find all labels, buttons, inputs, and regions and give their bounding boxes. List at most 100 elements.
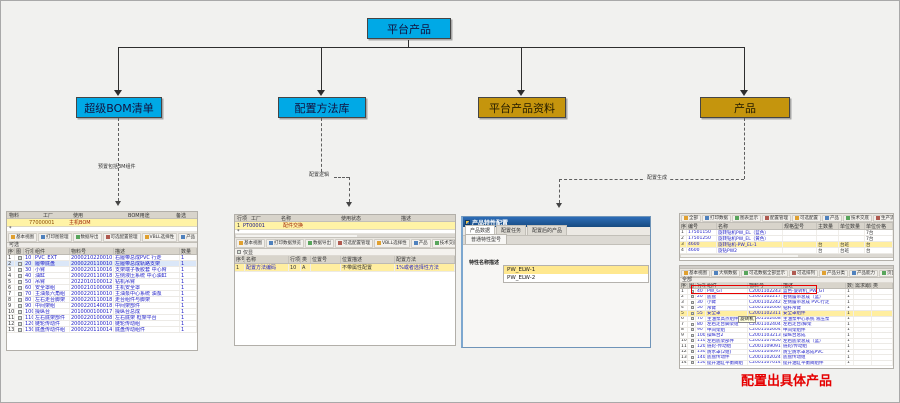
toolbar-button[interactable]: 技术交底 xyxy=(843,214,872,222)
table-row[interactable]: 6 60 安全罩组 2000210100008 主机安全罩 1 xyxy=(7,285,197,291)
column-header[interactable]: 序号 xyxy=(681,283,688,288)
table-row[interactable]: 12 130 防水罩(2组) C2001104097 防尘防水罩总成PVC 1 xyxy=(680,349,893,355)
table-row[interactable]: 10 110 左右底架部件 C2001107850 左右底架总成（蓝） 1 xyxy=(680,338,893,344)
checkbox-icon[interactable] xyxy=(17,297,22,302)
table-row[interactable]: 9 100 操纵台2 C2001103213 操纵台总成 1 xyxy=(680,333,893,339)
column-header[interactable]: 描述 xyxy=(782,283,846,288)
table-row[interactable]: 11 110 左右底架部件 2000220100008 左右底架 框架平台 1 xyxy=(7,315,197,321)
checkbox-icon[interactable] xyxy=(690,355,694,359)
column-header[interactable]: 组件 xyxy=(34,248,70,254)
column-header[interactable]: 图 xyxy=(15,248,24,254)
column-header[interactable]: 物料号 xyxy=(748,283,782,288)
toolbar-button[interactable]: 图表显示 xyxy=(732,214,761,222)
toolbar-button[interactable]: 打印图管理 xyxy=(38,232,72,242)
column-header[interactable]: 备选 xyxy=(176,212,187,219)
scrollbar-thumb[interactable] xyxy=(681,255,799,257)
checkbox-icon[interactable] xyxy=(690,328,694,332)
column-header[interactable]: 描述 xyxy=(401,215,412,222)
toolbar-button[interactable]: 数据导出 xyxy=(305,238,334,248)
table-row[interactable]: 8 90 中间架组 C2001102604 中间架组件 1 xyxy=(680,327,893,333)
table-row[interactable]: 2 20 底盘 C2001102217 右侧履带总成（蓝） 1 xyxy=(680,294,893,300)
column-header[interactable]: 行项 xyxy=(237,215,248,222)
checkbox-icon[interactable] xyxy=(17,285,22,290)
toolbar-button[interactable]: 基本视图 xyxy=(8,232,37,242)
horizontal-scrollbar[interactable] xyxy=(235,234,455,238)
column-header[interactable]: 工厂 xyxy=(43,212,54,219)
dropdown-option[interactable]: PW_ELW-1 xyxy=(504,266,648,274)
table-row[interactable]: 1 40 PW_GT C2001102243 蓝色-旋转机_PW_GT 1 xyxy=(680,289,893,295)
checkbox-icon[interactable] xyxy=(17,327,22,332)
toolbar-button[interactable]: 产品 xyxy=(410,238,431,248)
column-header[interactable]: 编号 xyxy=(687,223,717,229)
toolbar-button[interactable]: VBLL选择性 xyxy=(374,238,410,248)
tab[interactable]: 配置后的产品 xyxy=(527,225,568,235)
tab[interactable]: 配置任务 xyxy=(496,225,527,235)
table-row[interactable]: 1 17501150 旋转钻机PW_EL（蓝色） 7台 xyxy=(680,230,893,236)
checkbox-icon[interactable] xyxy=(690,300,694,304)
column-header[interactable]: 行项 xyxy=(24,248,34,254)
checkbox-icon[interactable] xyxy=(690,333,694,337)
toolbar-button[interactable]: 大纲数据 xyxy=(711,269,740,277)
table-row[interactable]: 1 配置方法编码 10 A 不带属性配置 1%或者选择性方法 xyxy=(235,264,455,272)
checkbox-icon[interactable] xyxy=(17,267,22,272)
checkbox-icon[interactable] xyxy=(17,315,22,320)
table-row[interactable]: 8 80 左右走台脚架 2000220110018 走台组件与脚架 1 xyxy=(7,297,197,303)
column-header[interactable]: 工厂 xyxy=(251,215,262,222)
checkbox-icon[interactable] xyxy=(17,309,22,314)
table-row[interactable]: 3 4600 旋转钻机-PW_EL-1 台 台班 台 xyxy=(680,242,893,248)
dropdown-option[interactable]: PW_ELW-2 xyxy=(507,275,536,281)
table-row[interactable]: 2 20 履带底盘 2000220110010 左履带总成轨路支架 1 xyxy=(7,261,197,267)
checkbox-icon[interactable] xyxy=(17,303,22,308)
checkbox-icon[interactable] xyxy=(690,361,694,365)
table-row[interactable]: 14 150 提升油缸平衡阀组 C2001107014 提升油缸平衡阀组件 1 xyxy=(680,360,893,366)
table-row[interactable]: 3 30 小臂 C2001102242 左侧履带总成 PVC行走 1 xyxy=(680,300,893,306)
toolbar-button[interactable]: 可选配置管理 xyxy=(102,232,141,242)
checkbox-icon[interactable] xyxy=(17,273,22,278)
toolbar-button[interactable]: 产品能力 xyxy=(849,269,878,277)
column-header[interactable]: 组件 xyxy=(706,283,748,288)
column-header[interactable]: 图 xyxy=(689,283,696,288)
column-header[interactable]: 行项 xyxy=(696,283,706,288)
scrollbar-thumb[interactable] xyxy=(236,235,357,237)
toolbar-button[interactable]: 配置管理 xyxy=(762,214,791,222)
column-header[interactable]: 名称 xyxy=(717,223,783,229)
toolbar-button[interactable]: 全部 xyxy=(681,214,701,222)
checkbox-icon[interactable] xyxy=(690,322,694,326)
table-row[interactable]: 5 50 吊臂 2022010100012 钻机吊臂 1 xyxy=(7,279,197,285)
column-header[interactable]: 规格型号 xyxy=(783,223,817,229)
checkbox-icon[interactable] xyxy=(17,291,22,296)
column-header[interactable]: 名称 xyxy=(245,256,289,263)
column-header[interactable]: 序号 xyxy=(8,248,15,254)
toolbar-button[interactable]: 产品分类 xyxy=(819,269,848,277)
horizontal-scrollbar[interactable] xyxy=(680,254,893,258)
toolbar-button[interactable]: 产品 xyxy=(822,214,842,222)
checkbox-icon[interactable] xyxy=(690,344,694,348)
column-header[interactable]: 行项 xyxy=(290,256,301,263)
column-header[interactable]: 数量 xyxy=(180,248,197,254)
method-header-row[interactable]: 1 PT00001 配件交换 xyxy=(235,222,455,230)
column-header[interactable]: 使用 xyxy=(73,212,84,219)
column-header[interactable]: 描述 xyxy=(114,248,180,254)
subtab[interactable]: 普通特性型号 xyxy=(465,234,508,244)
table-row[interactable]: 10 100 操纵台 2010000100017 操纵台总成 1 xyxy=(7,309,197,315)
table-row[interactable]: 13 140 底盘传动件 C2001102024 底盘传动组 1 xyxy=(680,355,893,361)
toolbar-button[interactable]: 打印数据预览 xyxy=(266,238,304,248)
table-row[interactable]: 3 30 小臂 2000220110016 支架端子板胶套 中心臂 1 xyxy=(7,267,197,273)
column-header[interactable]: 物料 xyxy=(9,212,20,219)
toolbar-button[interactable]: 可选数据全部显示 xyxy=(741,269,788,277)
toolbar-button[interactable]: 可选配置管理 xyxy=(335,238,373,248)
tab[interactable]: 产品数据 xyxy=(465,225,496,235)
toolbar-button[interactable]: 数据导出 xyxy=(72,232,102,242)
table-row[interactable]: 5 55 安全罩 C2001102311 安全罩组件 1 xyxy=(680,311,893,317)
checkbox-icon[interactable] xyxy=(17,321,22,326)
checkbox-icon[interactable] xyxy=(237,250,241,254)
bom-header-row[interactable]: 77000001 主机BOM xyxy=(7,219,197,227)
column-header[interactable]: 位置描述 xyxy=(341,256,395,263)
toolbar-button[interactable]: 技术交底 xyxy=(431,238,455,248)
table-row[interactable]: 2 17501250 旋转钻机PW_EL（黄色） 7台 xyxy=(680,236,893,242)
table-row[interactable]: 12 120 链轮传动件 2000220110010 链轮传动组 1 xyxy=(7,321,197,327)
checkbox-icon[interactable] xyxy=(690,295,694,299)
column-header[interactable]: 序号 xyxy=(681,223,687,229)
table-row[interactable]: 1 10 PVC_EXT 2000210220010 右履带总成PVC 行走 1 xyxy=(7,255,197,261)
checkbox-icon[interactable] xyxy=(17,255,22,260)
